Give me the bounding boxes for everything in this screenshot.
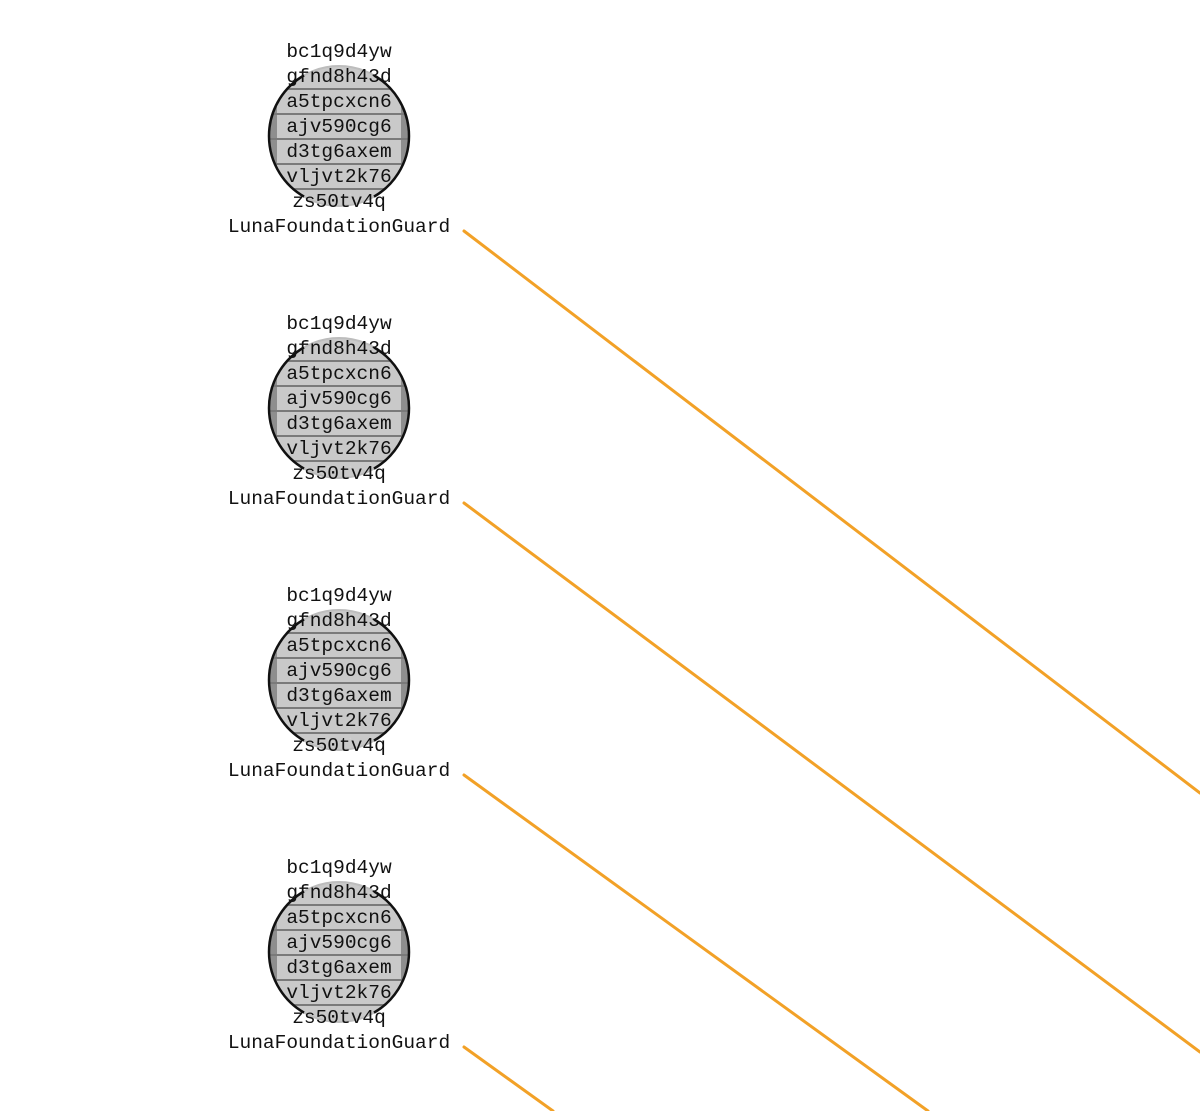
node-label: LunaFoundationGuard <box>228 216 450 238</box>
node-4[interactable]: bc1q9d4yw gfnd8h43d a5tpcxcn6 ajv590cg6 d3tg… <box>228 857 450 1054</box>
node-address-line: ajv590cg6 <box>286 388 391 410</box>
node-address-line: zs50tv4q <box>292 463 386 485</box>
node-circle <box>267 337 411 479</box>
node-address-line: gfnd8h43d <box>286 610 391 632</box>
node-address-line: zs50tv4q <box>292 1007 386 1029</box>
node-2[interactable]: bc1q9d4yw gfnd8h43d a5tpcxcn6 ajv590cg6 d3tg… <box>228 313 450 510</box>
node-address-line: bc1q9d4yw <box>286 41 392 63</box>
node-label: LunaFoundationGuard <box>228 488 450 510</box>
node-circle <box>267 881 411 1023</box>
node-address-line: vljvt2k76 <box>286 166 391 188</box>
node-address-line: a5tpcxcn6 <box>286 907 391 929</box>
node-label: LunaFoundationGuard <box>228 760 450 782</box>
node-address-line: d3tg6axem <box>286 141 391 163</box>
node-address-line: d3tg6axem <box>286 957 391 979</box>
node-address-line: d3tg6axem <box>286 413 391 435</box>
node-address-line: bc1q9d4yw <box>286 585 392 607</box>
node-address-line: a5tpcxcn6 <box>286 363 391 385</box>
node-address-line: ajv590cg6 <box>286 660 391 682</box>
nodes-layer: bc1q9d4yw gfnd8h43d a5tpcxcn6 ajv590cg6 d3tg… <box>228 41 450 1054</box>
edge-line <box>462 501 1200 1054</box>
node-address-line: a5tpcxcn6 <box>286 635 391 657</box>
edge-line <box>462 1045 555 1111</box>
edges-layer <box>462 229 1200 1111</box>
node-address-line: zs50tv4q <box>292 191 386 213</box>
node-address-line: zs50tv4q <box>292 735 386 757</box>
edge-line <box>462 773 930 1111</box>
edge-line <box>462 229 1200 795</box>
node-1[interactable]: bc1q9d4yw gfnd8h43d a5tpcxcn6 ajv590cg6 d3tg… <box>228 41 450 238</box>
node-3[interactable]: bc1q9d4yw gfnd8h43d a5tpcxcn6 ajv590cg6 d3tg… <box>228 585 450 782</box>
node-address-line: bc1q9d4yw <box>286 857 392 879</box>
node-label: LunaFoundationGuard <box>228 1032 450 1054</box>
node-address-line: d3tg6axem <box>286 685 391 707</box>
node-circle <box>267 609 411 751</box>
node-address-line: vljvt2k76 <box>286 710 391 732</box>
node-address-line: gfnd8h43d <box>286 338 391 360</box>
node-address-line: ajv590cg6 <box>286 932 391 954</box>
node-address-line: vljvt2k76 <box>286 438 391 460</box>
node-address-line: ajv590cg6 <box>286 116 391 138</box>
node-address-line: gfnd8h43d <box>286 66 391 88</box>
node-circle <box>267 65 411 207</box>
node-address-line: bc1q9d4yw <box>286 313 392 335</box>
node-address-line: gfnd8h43d <box>286 882 391 904</box>
node-address-line: a5tpcxcn6 <box>286 91 391 113</box>
node-address-line: vljvt2k76 <box>286 982 391 1004</box>
